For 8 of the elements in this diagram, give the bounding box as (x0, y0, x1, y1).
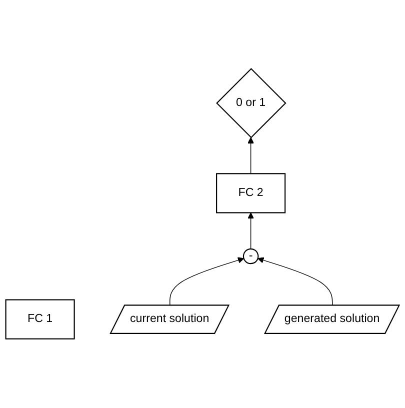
arrow (258, 257, 333, 306)
node-diamond: 0 or 1 (216, 68, 286, 138)
arrow (248, 212, 254, 250)
arrow (170, 257, 244, 306)
node-circle: - (242, 248, 259, 264)
arrow (248, 137, 254, 174)
node-box: FC 2 (216, 173, 286, 214)
node-box: FC 1 (5, 299, 75, 340)
